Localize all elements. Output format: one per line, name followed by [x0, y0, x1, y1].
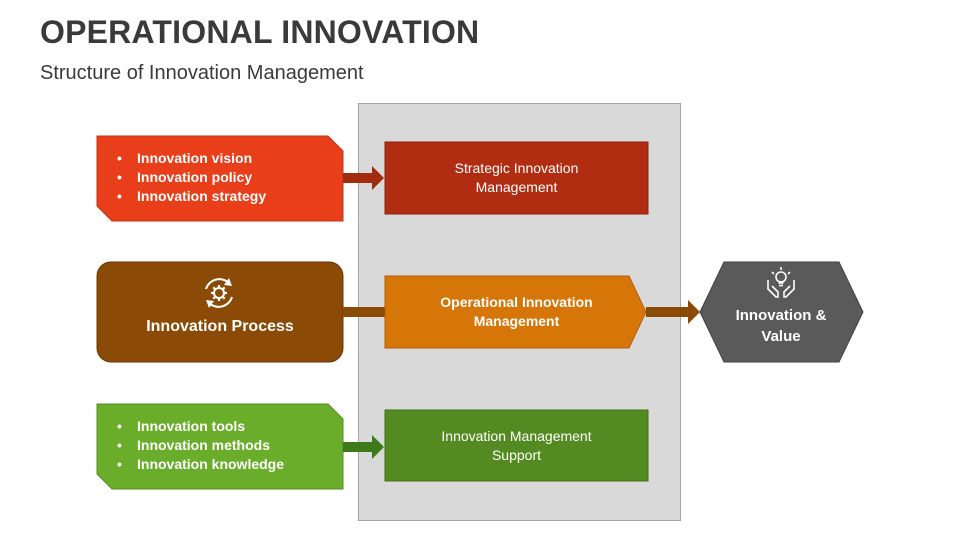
lightbulb-hands-icon: [767, 267, 795, 298]
list-item: Innovation policy: [113, 168, 266, 187]
value-arrow-head: [688, 300, 700, 324]
list-item: Innovation tools: [113, 417, 284, 436]
support-box-shape: [384, 409, 649, 482]
list-item: Innovation knowledge: [113, 455, 284, 474]
page-title: OPERATIONAL INNOVATION: [40, 14, 480, 50]
list-item: Innovation strategy: [113, 187, 266, 206]
top-arrow-head: [372, 166, 384, 190]
process-connector: [343, 307, 385, 317]
process-box-shape: [96, 261, 344, 363]
list-item: Innovation vision: [113, 149, 266, 168]
strategic-label: Strategic Innovation Management: [454, 160, 579, 195]
value-label: Innovation & Value: [706, 305, 856, 347]
bottom-arrow-shaft: [343, 442, 373, 452]
process-label: Innovation Process: [146, 318, 294, 335]
page-subtitle: Structure of Innovation Management: [40, 62, 364, 84]
strategic-box-shape: [384, 141, 649, 215]
list-item: Innovation methods: [113, 436, 284, 455]
bottom-arrow-head: [372, 435, 384, 459]
operational-label: Operational Innovation Management: [440, 294, 593, 329]
bottom-bullet-list: Innovation tools Innovation methods Inno…: [113, 417, 284, 474]
value-label-text: Innovation & Value: [735, 307, 827, 345]
support-label: Innovation Management Support: [441, 427, 592, 463]
value-arrow-shaft: [646, 307, 689, 317]
value-hexagon-shape: [699, 261, 864, 363]
gear-cycle-icon: [205, 278, 233, 308]
operational-box-shape: [384, 275, 647, 349]
top-arrow-shaft: [343, 173, 373, 183]
top-bullet-list: Innovation vision Innovation policy Inno…: [113, 149, 266, 206]
